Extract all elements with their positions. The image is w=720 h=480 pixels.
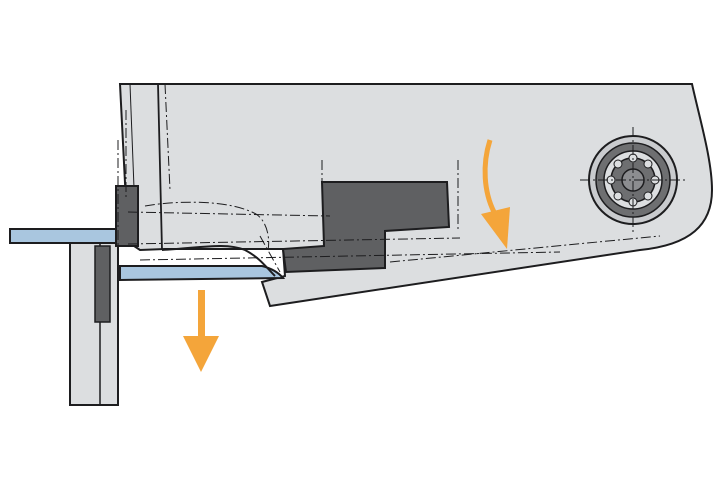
lower-die	[69, 239, 119, 406]
curved-arrow-down-icon	[481, 139, 510, 249]
sheet-bent	[119, 265, 286, 282]
stepped-tool	[281, 181, 451, 274]
clamp-block	[115, 185, 139, 247]
die-insert	[94, 245, 111, 323]
construction-lines	[117, 83, 661, 273]
bearing-icon	[580, 127, 686, 232]
contour-line	[161, 244, 276, 277]
die-column	[69, 239, 119, 406]
sheet-left	[9, 228, 119, 244]
sheet-metal	[9, 228, 286, 282]
arrow-down-icon	[183, 290, 219, 372]
